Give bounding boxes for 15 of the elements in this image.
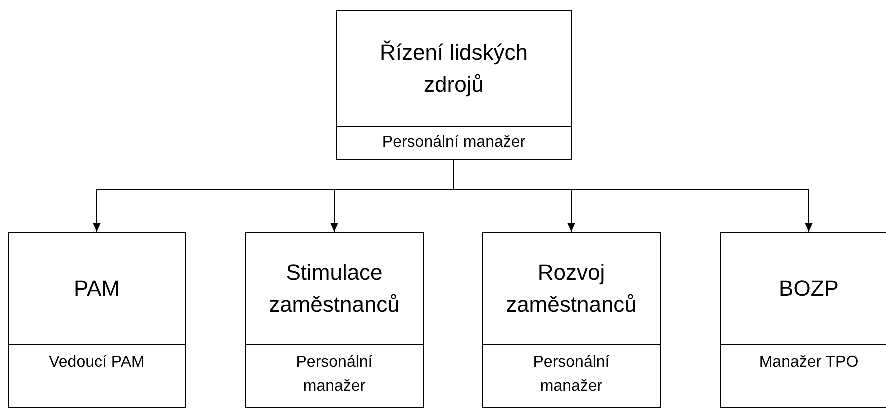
org-unit-box [8,232,186,408]
unit-title: Řízení lidských zdrojů [379,38,529,99]
unit-title: Rozvoj zaměstnanců [505,258,638,318]
unit-title: PAM [74,274,120,302]
role-label: Manažer TPO [759,353,859,373]
role-label: Vedoucí PAM [49,353,145,373]
org-unit-box [336,10,572,160]
role-label: Personální manažer [382,133,526,153]
unit-title: BOZP [779,274,839,302]
role-label: Personální manažer [295,353,374,397]
org-unit-box [720,232,886,408]
org-unit-box [482,232,661,408]
role-label: Personální manažer [532,353,611,397]
unit-title: Stimulace zaměstnanců [268,258,401,318]
org-unit-box [245,232,424,408]
